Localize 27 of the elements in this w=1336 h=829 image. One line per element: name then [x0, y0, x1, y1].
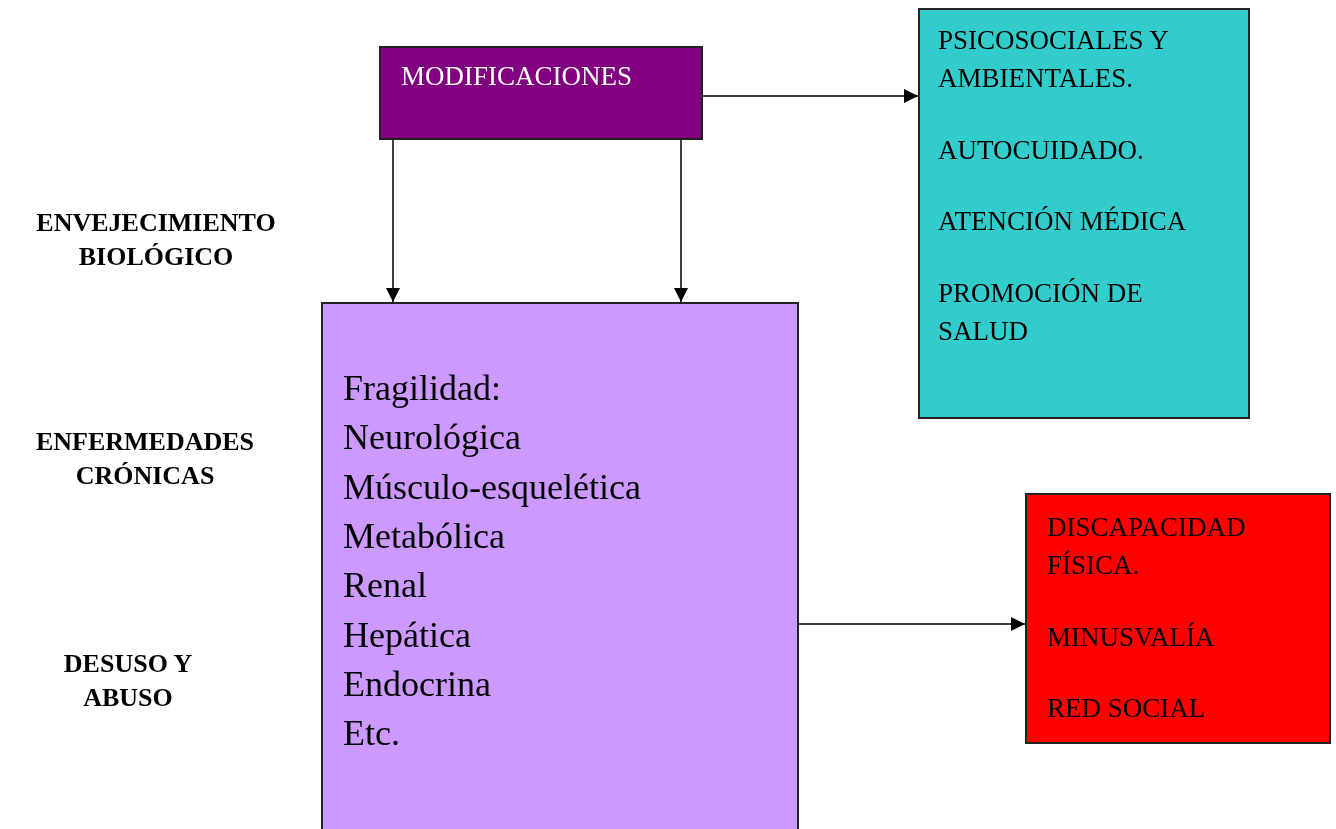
- arrow: [798, 617, 1026, 631]
- node-text: ATENCIÓN MÉDICA: [938, 205, 1188, 239]
- node-text: Renal: [343, 564, 428, 608]
- arrow: [702, 89, 919, 103]
- node-text: MINUSVALÍA: [1047, 620, 1216, 654]
- condition-box: [321, 302, 799, 829]
- outcome-box: [1025, 493, 1331, 744]
- side-label: ENFERMEDADES CRÓNICAS: [34, 426, 256, 492]
- node-text: PROMOCIÓN DE SALUD: [938, 277, 1144, 348]
- node-text: PSICOSOCIALES Y AMBIENTALES.: [938, 24, 1169, 95]
- node-text: AUTOCUIDADO.: [938, 133, 1145, 167]
- node-text: Hepática: [343, 613, 472, 657]
- node-text: Etc.: [343, 712, 401, 756]
- node-text: MODIFICACIONES: [401, 60, 634, 93]
- arrow: [674, 139, 688, 303]
- node-text: RED SOCIAL: [1047, 692, 1207, 726]
- arrow: [386, 139, 400, 303]
- node-text: Neurológica: [343, 416, 522, 460]
- process-box: [379, 46, 703, 140]
- node-text: Metabólica: [343, 514, 506, 558]
- node-text: Fragilidad:: [343, 367, 502, 410]
- node-text: Músculo-esquelética: [343, 465, 642, 509]
- factor-box: [918, 8, 1250, 419]
- side-label: DESUSO Y ABUSO: [62, 648, 194, 714]
- node-text: DISCAPACIDAD FÍSICA.: [1047, 511, 1247, 582]
- side-label: ENVEJECIMIENTO BIOLÓGICO: [35, 207, 277, 273]
- node-text: Endocrina: [343, 662, 492, 706]
